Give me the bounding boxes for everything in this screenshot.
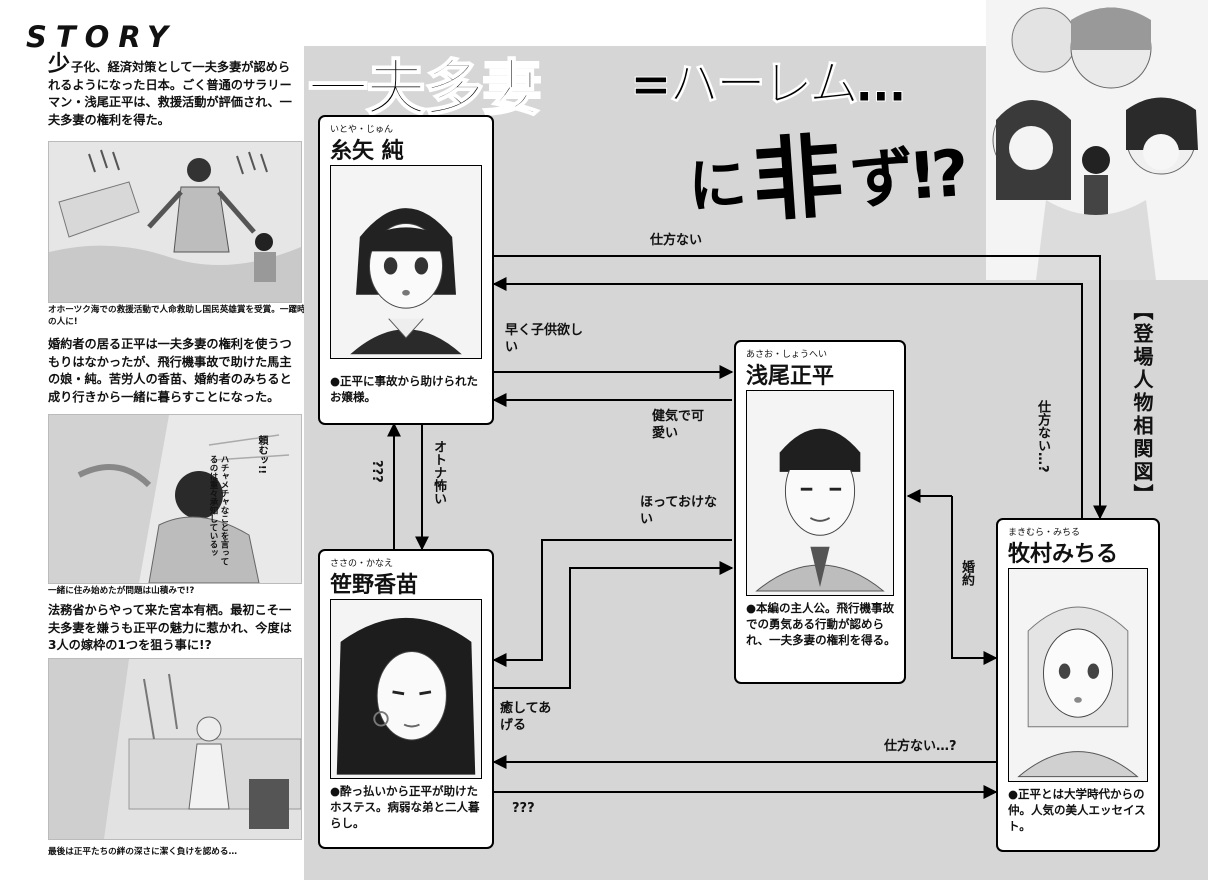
character-portrait-jun: [330, 165, 482, 359]
label-michiru-to-kanae: 仕方ない…?: [884, 739, 957, 754]
label-kanae-to-jun: オトナ怖い: [431, 440, 446, 505]
arrow-kanae-to-shohei: [492, 561, 734, 689]
story-paragraph-3: 法務省からやって来た宮本有栖。最初こそ一夫多妻を嫌うも正平の魅力に惹かれ、今度は…: [48, 603, 292, 652]
character-ruby: あさお・しょうへい: [746, 350, 828, 360]
label-jun-to-shohei: 早く子供欲しい: [505, 323, 584, 355]
label-shohei-to-jun: 健気で可愛い: [652, 409, 705, 441]
portrait-shohei-illustration: [747, 395, 893, 592]
caption-1: オホーツク海での救援活動で人命救助し国民英雄賞を受賞。一躍時の人に!: [48, 305, 306, 327]
character-portrait-kanae: [330, 599, 482, 779]
character-ruby: まきむら・みちる: [1008, 528, 1081, 538]
sfx-request-line: ハチャメチャなことを言ってるのは重々承知しているッ: [208, 455, 229, 566]
request-illustration: [49, 415, 301, 583]
group-illustration: [986, 0, 1208, 280]
arrow-jun-to-michiru: [492, 255, 1107, 520]
portrait-kanae-illustration: [331, 603, 481, 775]
rescue-illustration: [49, 142, 301, 302]
arrow-michiru-to-jun: [492, 277, 1083, 518]
alice-illustration: [49, 659, 301, 839]
drop-cap: 少: [48, 52, 71, 77]
heroines-illustration: [992, 7, 1198, 280]
character-ruby: ささの・かなえ: [330, 559, 394, 569]
label-jun-to-kanae: ???: [369, 460, 384, 483]
label-jun-to-michiru: 仕方ない: [650, 233, 703, 248]
story-paragraph-2: 婚約者の居る正平は一夫多妻の権利を使うつもりはなかったが、飛行機事故で助けた馬主…: [48, 337, 292, 404]
character-card-michiru[interactable]: まきむら・みちる 牧村みちる ●正平とは大学時代からの仲。人気の美人エッセイスト…: [996, 518, 1160, 852]
character-description: ●酔っ払いから正平が助けたホステス。病弱な弟と二人暮らし。: [330, 784, 480, 830]
chart-title: 【登場人物相関図】: [1130, 300, 1154, 507]
story-paragraph-1: 少子化、経済対策として一夫多妻が認められるようになった日本。ごく普通のサラリーマ…: [48, 54, 300, 129]
portrait-michiru-illustration: [1009, 573, 1147, 778]
arrow-shohei-to-michiru: [951, 496, 998, 665]
character-description: ●正平とは大学時代からの仲。人気の美人エッセイスト。: [1008, 787, 1146, 833]
story-heading: STORY: [26, 20, 177, 54]
caption-2: 一緒に住み始めたが問題は山積みで!?: [48, 586, 195, 596]
character-portrait-shohei: [746, 390, 894, 596]
character-card-shohei[interactable]: あさお・しょうへい 浅尾正平 ●本編の主人公。飛行機事故での勇気ある行動が認めら…: [734, 340, 906, 684]
character-name: 牧村みちる: [1008, 541, 1119, 567]
character-card-kanae[interactable]: ささの・かなえ 笹野香苗 ●酔っ払いから正平が助けたホステス。病弱な弟と二人暮ら…: [318, 549, 494, 849]
character-portrait-michiru: [1008, 568, 1148, 782]
character-name: 糸矢 純: [330, 138, 404, 164]
character-ruby: いとや・じゅん: [330, 125, 394, 135]
headline-part-1: 一夫多妻: [307, 53, 543, 125]
label-kanae-to-michiru: ???: [512, 801, 535, 816]
character-card-jun[interactable]: いとや・じゅん 糸矢 純 ●正平に事故から助けられたお嬢様。: [318, 115, 494, 425]
portrait-jun-illustration: [331, 169, 481, 355]
character-name: 浅尾正平: [746, 363, 835, 389]
character-description: ●正平に事故から助けられたお嬢様。: [330, 374, 479, 404]
label-kanae-to-shohei: 癒してあげる: [500, 701, 552, 733]
arrow-shohei-to-kanae: [492, 539, 732, 667]
manga-panel-request: 頼むッ!! ハチャメチャなことを言ってるのは重々承知しているッ: [48, 414, 302, 584]
headline-part-2: =ハーレム…: [630, 55, 907, 114]
label-shohei-to-kanae: ほっておけない: [640, 495, 717, 527]
story-paragraph-1-text: 子化、経済対策として一夫多妻が認められるようになった日本。ごく普通のサラリーマン…: [48, 60, 292, 127]
sfx-request-shout: 頼むッ!!: [256, 435, 267, 475]
manga-panel-rescue: [48, 141, 302, 303]
label-michiru-to-jun: 仕方ない…?: [1035, 400, 1050, 473]
character-name: 笹野香苗: [330, 572, 419, 598]
caption-3: 最後は正平たちの絆の深さに潔く負けを認める…: [48, 847, 238, 857]
character-description: ●本編の主人公。飛行機事故での勇気ある行動が認められ、一夫多妻の権利を得る。: [746, 601, 896, 647]
manga-panel-alice: [48, 658, 302, 840]
label-engaged: 婚約: [959, 560, 974, 586]
